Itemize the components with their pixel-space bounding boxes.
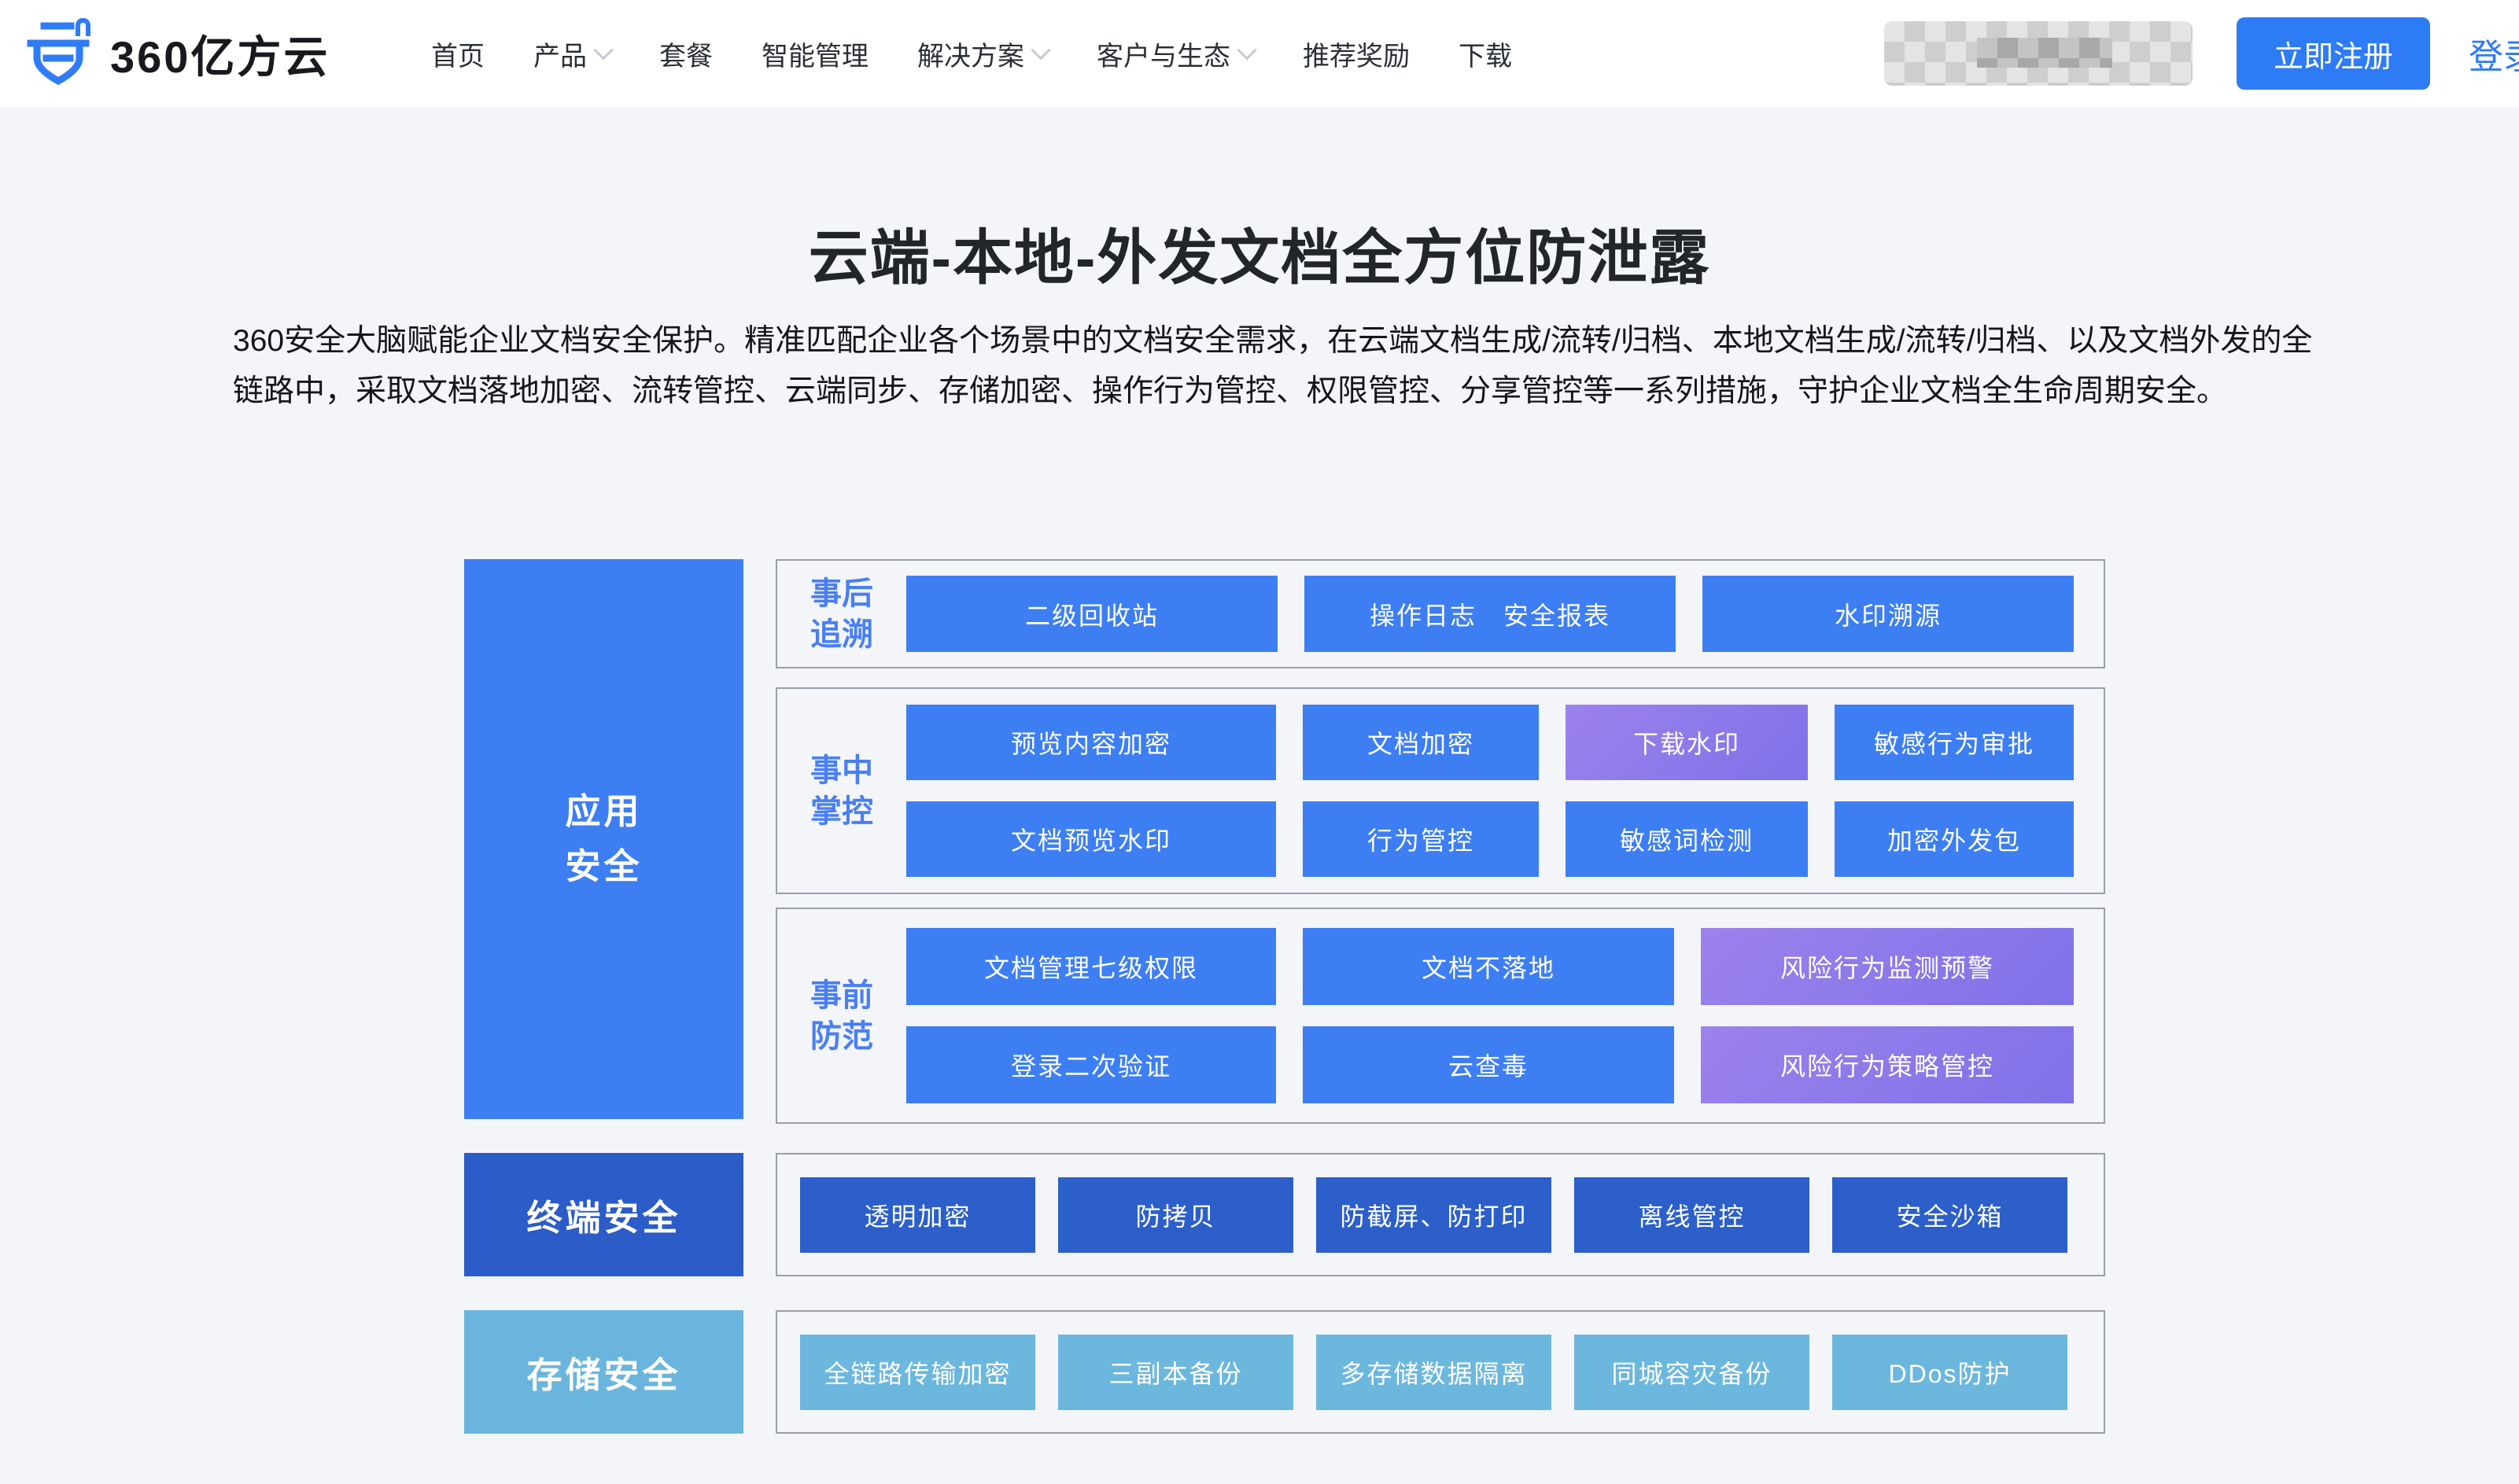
row-label: 事中 掌控 (810, 753, 873, 829)
tile-group: 文档管理七级权限 文档不落地 风险行为监测预警 登录二次验证 云查毒 风险行为策… (906, 928, 2104, 1103)
panel-post-event-tracing: 事后 追溯 二级回收站 操作日志 安全报表 水印溯源 (776, 559, 2105, 668)
feature-tile: 下载水印 (1566, 705, 1808, 780)
login-link[interactable]: 登录 (2469, 38, 2519, 76)
feature-tile: 加密外发包 (1835, 801, 2074, 877)
feature-tile: 透明加密 (800, 1177, 1035, 1253)
blurred-phone-number (1884, 21, 2193, 86)
tile-group: 预览内容加密 文档加密 下载水印 敏感行为审批 文档预览水印 行为管控 敏感词检… (906, 705, 2104, 877)
side-column-storage-security: 存储安全 (464, 1310, 743, 1434)
feature-tile: 登录二次验证 (906, 1026, 1276, 1103)
chevron-down-icon (1031, 40, 1051, 61)
feature-tile: 文档管理七级权限 (906, 928, 1276, 1005)
feature-tile: 多存储数据隔离 (1316, 1334, 1551, 1410)
side-column-terminal-security: 终端安全 (464, 1153, 743, 1276)
feature-tile: 二级回收站 (906, 576, 1278, 652)
feature-tile: 离线管控 (1574, 1177, 1809, 1253)
panel-storage-security: 全链路传输加密 三副本备份 多存储数据隔离 同城容灾备份 DDos防护 (776, 1310, 2105, 1434)
feature-tile: 风险行为策略管控 (1701, 1026, 2074, 1103)
nav-item-smart-management[interactable]: 智能管理 (762, 41, 869, 72)
panel-in-process-control: 事中 掌控 预览内容加密 文档加密 下载水印 敏感行为审批 文档预览水印 行为管… (776, 687, 2105, 894)
tile-group: 二级回收站 操作日志 安全报表 水印溯源 (906, 576, 2104, 652)
shield-cloud-icon (27, 17, 90, 86)
page-title: 云端-本地-外发文档全方位防泄露 (808, 225, 1711, 292)
page-description: 360安全大脑赋能企业文档安全保护。精准匹配企业各个场景中的文档安全需求，在云端… (233, 324, 2313, 408)
header: 360亿方云 首页 产品 套餐 智能管理 解决方案 客户与生态 推荐奖励 下载 … (0, 0, 2519, 107)
header-actions: 立即注册 登录 (1884, 0, 2519, 107)
row-label: 事前 防范 (810, 978, 873, 1054)
feature-tile: 安全沙箱 (1832, 1177, 2067, 1253)
feature-tile: 防拷贝 (1058, 1177, 1293, 1253)
feature-tile: 操作日志 安全报表 (1304, 576, 1676, 652)
nav-item-customers-ecosystem[interactable]: 客户与生态 (1097, 35, 1257, 73)
feature-tile: 敏感行为审批 (1835, 705, 2074, 780)
nav-item-products[interactable]: 产品 (533, 35, 614, 73)
nav-item-solutions[interactable]: 解决方案 (917, 35, 1051, 73)
logo[interactable]: 360亿方云 (20, 0, 330, 107)
nav-item-home[interactable]: 首页 (431, 41, 485, 72)
chevron-down-icon (1237, 40, 1257, 61)
nav-item-plans[interactable]: 套餐 (659, 41, 713, 72)
feature-tile: 云查毒 (1303, 1026, 1674, 1103)
panel-terminal-security: 透明加密 防拷贝 防截屏、防打印 离线管控 安全沙箱 (776, 1153, 2105, 1276)
feature-tile: 全链路传输加密 (800, 1334, 1035, 1410)
feature-tile: 预览内容加密 (906, 705, 1276, 780)
nav-item-download[interactable]: 下载 (1459, 41, 1512, 72)
feature-tile: 防截屏、防打印 (1316, 1177, 1551, 1253)
feature-tile: 敏感词检测 (1566, 801, 1808, 877)
feature-tile: DDos防护 (1832, 1334, 2067, 1410)
logo-text: 360亿方云 (110, 31, 330, 82)
feature-tile: 水印溯源 (1702, 576, 2074, 652)
feature-tile: 同城容灾备份 (1574, 1334, 1809, 1410)
side-column-application-security: 应用 安全 (464, 559, 743, 1119)
feature-tile: 文档预览水印 (906, 801, 1276, 877)
nav-item-referral-rewards[interactable]: 推荐奖励 (1303, 41, 1410, 72)
feature-tile: 文档不落地 (1303, 928, 1674, 1005)
feature-tile: 风险行为监测预警 (1701, 928, 2074, 1005)
main-nav: 首页 产品 套餐 智能管理 解决方案 客户与生态 推荐奖励 下载 (431, 0, 1512, 107)
register-button[interactable]: 立即注册 (2237, 17, 2430, 90)
chevron-down-icon (593, 40, 614, 61)
feature-tile: 行为管控 (1303, 801, 1539, 877)
feature-tile: 文档加密 (1303, 705, 1539, 780)
row-label: 事后 追溯 (810, 576, 873, 652)
panel-advance-prevention: 事前 防范 文档管理七级权限 文档不落地 风险行为监测预警 登录二次验证 云查毒… (776, 908, 2105, 1124)
feature-tile: 三副本备份 (1058, 1334, 1293, 1410)
